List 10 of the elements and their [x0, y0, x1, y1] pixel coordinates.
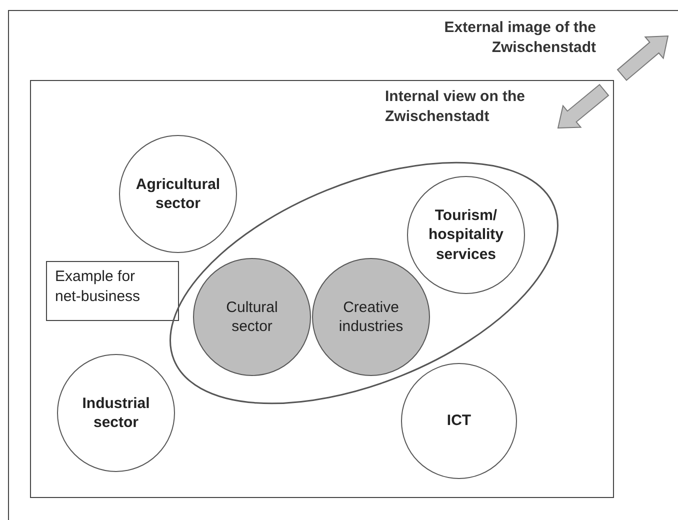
caption-text: Internal view on the Zwischenstadt: [385, 87, 526, 126]
caption-text: External image of the Zwischenstadt: [443, 18, 596, 57]
frame-box: [30, 80, 614, 498]
sector-circle: Tourism/ hospitality services: [407, 176, 525, 294]
sector-circle: Cultural sector: [193, 258, 311, 376]
sector-circle: Agricultural sector: [119, 135, 237, 253]
sector-circle: Industrial sector: [57, 354, 175, 472]
sector-circle: Creative industries: [312, 258, 430, 376]
sector-circle: ICT: [401, 363, 517, 479]
note-box: Example for net-business: [46, 261, 179, 321]
